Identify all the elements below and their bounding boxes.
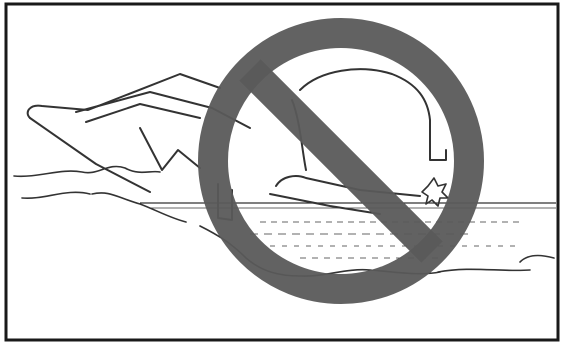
water-lines <box>140 203 556 258</box>
